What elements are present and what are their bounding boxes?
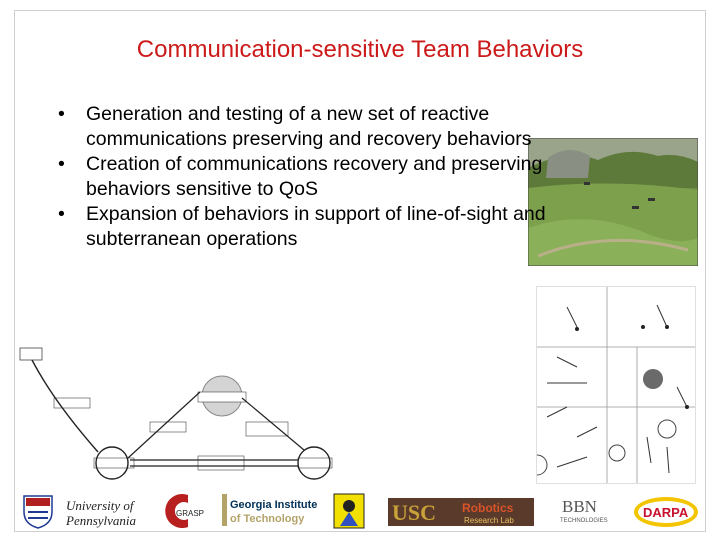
bbn-graphic: BBN TECHNOLOGIES: [560, 497, 608, 524]
slide-frame: [14, 10, 706, 532]
grasp-logo: GRASP: [160, 492, 220, 530]
bullet-item: • Expansion of behaviors in support of li…: [58, 202, 558, 252]
slide-title: Communication-sensitive Team Behaviors: [136, 36, 584, 63]
usc-lab-text: Research Lab: [464, 516, 514, 525]
darpa-text: DARPA: [643, 505, 689, 520]
bullet-glyph: •: [58, 153, 65, 175]
penn-wordmark: University of Pennsylvania: [66, 498, 156, 528]
state-diagram-graphic: [19, 347, 333, 480]
darpa-logo: DARPA: [632, 492, 700, 530]
bbn-logo: BBN TECHNOLOGIES: [554, 492, 616, 530]
bullet-item: • Generation and testing of a new set of …: [58, 102, 558, 152]
grasp-logo-graphic: GRASP: [165, 494, 204, 528]
bbn-sub-text: TECHNOLOGIES: [560, 518, 608, 524]
grasp-text: GRASP: [176, 509, 204, 518]
georgia-line2: of Technology: [230, 513, 305, 525]
darpa-graphic: DARPA: [634, 497, 698, 527]
georgia-line1: Georgia Institute: [230, 499, 317, 511]
penn-line2: Pennsylvania: [66, 513, 137, 528]
visibility-diagram: [526, 286, 696, 484]
bullet-item: • Creation of communications recovery and…: [58, 152, 558, 202]
behavior-state-diagram: [14, 342, 334, 482]
bullet-text: Creation of communications recovery and …: [86, 153, 543, 200]
svg-text:USC: USC: [392, 500, 436, 525]
bullet-glyph: •: [58, 203, 65, 225]
penn-line1: University of: [66, 498, 134, 513]
georgia-tech-logo: Georgia Institute of Technology: [222, 492, 330, 530]
mascot-logo: [332, 492, 366, 530]
usc-robotics-text: Robotics: [462, 501, 514, 515]
penn-shield-icon: [23, 495, 53, 529]
visibility-diagram-graphic: [526, 287, 695, 483]
bullet-glyph: •: [58, 103, 65, 125]
field-photo-image: [528, 138, 698, 266]
usc-robotics-logo: USC Robotics Research Lab: [388, 492, 534, 530]
logo-strip: University of Pennsylvania GRASP Georgia…: [14, 492, 706, 532]
penn-shield-logo: [16, 492, 60, 530]
bullet-text: Generation and testing of a new set of r…: [86, 103, 532, 150]
bullet-list: • Generation and testing of a new set of …: [58, 102, 558, 252]
usc-robotics-graphic: USC Robotics Research Lab: [388, 498, 534, 526]
field-robots-photo: [528, 138, 698, 266]
mascot-icon: [333, 493, 365, 529]
georgia-tech-graphic: Georgia Institute of Technology: [222, 494, 317, 526]
bullet-text: Expansion of behaviors in support of lin…: [86, 203, 546, 250]
bbn-text: BBN: [562, 497, 597, 516]
